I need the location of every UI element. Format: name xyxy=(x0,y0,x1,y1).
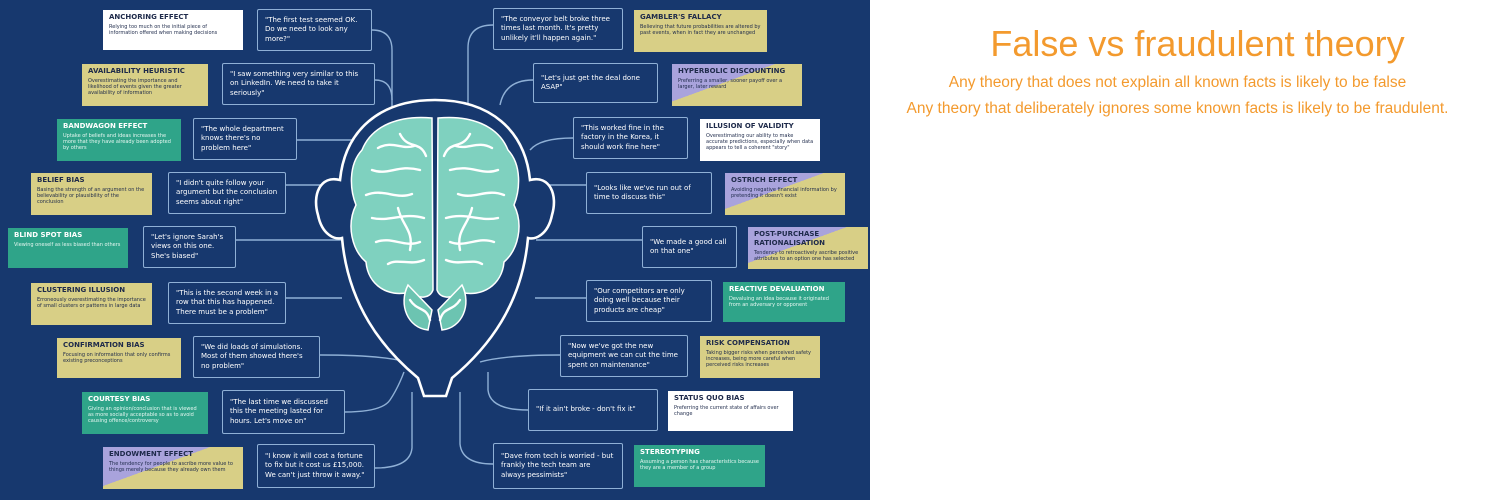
bias-card-title: BLIND SPOT BIAS xyxy=(14,231,83,239)
quote-box-endowment-effect: "I know it will cost a fortune to fix bu… xyxy=(257,444,375,488)
bias-card-description: Overestimating the importance and likeli… xyxy=(88,78,182,96)
bias-card-title: CONFIRMATION BIAS xyxy=(63,341,145,349)
bias-card-ostrich-effect: OSTRICH EFFECT Avoiding negative financi… xyxy=(725,173,845,215)
quote-box-confirmation-bias: "We did loads of simulations. Most of th… xyxy=(193,336,320,378)
quote-box-availability-heuristic: "I saw something very similar to this on… xyxy=(222,63,375,105)
bias-card-gamblers-fallacy: GAMBLER'S FALLACY Believing that future … xyxy=(634,10,767,52)
subtitle-false-theory: Any theory that does not explain all kno… xyxy=(948,74,1407,91)
bias-card-reactive-devaluation: REACTIVE DEVALUATION Devaluing an idea b… xyxy=(723,282,845,322)
quote-box-courtesy-bias: "The last time we discussed this the mee… xyxy=(222,390,345,434)
bias-card-title: OSTRICH EFFECT xyxy=(731,176,798,184)
bias-card-description: Assuming a person has characteristics be… xyxy=(640,459,759,471)
bias-card-description: Giving an opinion/conclusion that is vie… xyxy=(88,406,197,424)
bias-card-endowment-effect: ENDOWMENT EFFECT The tendency for people… xyxy=(103,447,243,489)
bias-card-description: Focusing on information that only confir… xyxy=(63,352,171,364)
quote-box-illusion-of-validity: "This worked fine in the factory in the … xyxy=(573,117,688,159)
quote-box-post-purchase-rationalisation: "We made a good call on that one" xyxy=(642,226,737,268)
bias-card-availability-heuristic: AVAILABILITY HEURISTIC Overestimating th… xyxy=(82,64,208,106)
quote-box-reactive-devaluation: "Our competitors are only doing well bec… xyxy=(586,280,712,322)
bias-card-anchoring-effect: ANCHORING EFFECT Relying too much on the… xyxy=(103,10,243,50)
bias-card-title: BANDWAGON EFFECT xyxy=(63,122,148,130)
bias-card-hyperbolic-discounting: HYPERBOLIC DISCOUNTING Preferring a smal… xyxy=(672,64,802,106)
bias-card-description: Believing that future probabilities are … xyxy=(640,24,761,36)
bias-card-blind-spot-bias: BLIND SPOT BIAS Viewing oneself as less … xyxy=(8,228,128,268)
quote-box-status-quo-bias: "If it ain't broke - don't fix it" xyxy=(528,389,658,431)
bias-card-title: ENDOWMENT EFFECT xyxy=(109,450,193,458)
bias-card-title: GAMBLER'S FALLACY xyxy=(640,13,722,21)
bias-card-belief-bias: BELIEF BIAS Basing the strength of an ar… xyxy=(31,173,152,215)
bias-card-description: The tendency for people to ascribe more … xyxy=(109,461,233,473)
bias-card-description: Taking bigger risks when perceived safet… xyxy=(706,350,812,368)
bias-card-confirmation-bias: CONFIRMATION BIAS Focusing on informatio… xyxy=(57,338,181,378)
bias-card-description: Tendency to retroactively ascribe positi… xyxy=(754,250,859,262)
bias-card-courtesy-bias: COURTESY BIAS Giving an opinion/conclusi… xyxy=(82,392,208,434)
quote-box-ostrich-effect: "Looks like we've run out of time to dis… xyxy=(586,172,712,214)
bias-card-description: Uptake of beliefs and ideas increases th… xyxy=(63,133,171,151)
bias-card-description: Overestimating our ability to make accur… xyxy=(706,133,814,151)
quote-box-belief-bias: "I didn't quite follow your argument but… xyxy=(168,172,286,214)
bias-card-title: STEREOTYPING xyxy=(640,448,700,456)
quote-box-risk-compensation: "Now we've got the new equipment we can … xyxy=(560,335,688,377)
bias-card-description: Preferring a smaller, sooner payoff over… xyxy=(678,78,783,90)
bias-card-description: Devaluing an idea because it originated … xyxy=(729,296,829,308)
bias-card-title: BELIEF BIAS xyxy=(37,176,85,184)
quote-box-clustering-illusion: "This is the second week in a row that t… xyxy=(168,282,286,324)
connector-lines xyxy=(236,24,642,469)
bias-card-title: POST-PURCHASE RATIONALISATION xyxy=(754,230,826,247)
bias-card-description: Avoiding negative financial information … xyxy=(731,187,837,199)
bias-card-title: COURTESY BIAS xyxy=(88,395,151,403)
page-title: False vs fraudulent theory xyxy=(990,23,1405,64)
bias-card-description: Relying too much on the initial piece of… xyxy=(109,24,218,36)
bias-card-post-purchase-rationalisation: POST-PURCHASE RATIONALISATION Tendency t… xyxy=(748,227,868,269)
bias-card-description: Basing the strength of an argument on th… xyxy=(37,187,145,205)
bias-card-title: ILLUSION OF VALIDITY xyxy=(706,122,794,130)
bias-card-bandwagon-effect: BANDWAGON EFFECT Uptake of beliefs and i… xyxy=(57,119,181,161)
bias-card-description: Preferring the current state of affairs … xyxy=(674,405,779,417)
quote-box-bandwagon-effect: "The whole department knows there's no p… xyxy=(193,118,297,160)
bias-card-description: Erroneously overestimating the importanc… xyxy=(37,297,146,309)
bias-card-stereotyping: STEREOTYPING Assuming a person has chara… xyxy=(634,445,765,487)
quote-box-anchoring-effect: "The first test seemed OK. Do we need to… xyxy=(257,9,372,51)
bias-card-title: CLUSTERING ILLUSION xyxy=(37,286,126,294)
quote-box-gamblers-fallacy: "The conveyor belt broke three times las… xyxy=(493,8,623,50)
subtitle-fraudulent-theory: Any theory that deliberately ignores som… xyxy=(906,100,1449,117)
bias-card-title: AVAILABILITY HEURISTIC xyxy=(88,67,185,75)
bias-card-title: RISK COMPENSATION xyxy=(706,339,790,347)
bias-card-risk-compensation: RISK COMPENSATION Taking bigger risks wh… xyxy=(700,336,820,378)
bias-card-title: STATUS QUO BIAS xyxy=(674,394,745,402)
quote-box-stereotyping: "Dave from tech is worried - but frankly… xyxy=(493,443,623,489)
bias-card-status-quo-bias: STATUS QUO BIAS Preferring the current s… xyxy=(668,391,793,431)
bias-diagram-panel: ANCHORING EFFECT Relying too much on the… xyxy=(0,0,870,500)
bias-card-illusion-of-validity: ILLUSION OF VALIDITY Overestimating our … xyxy=(700,119,820,161)
bias-card-title: ANCHORING EFFECT xyxy=(109,13,189,21)
bias-card-title: REACTIVE DEVALUATION xyxy=(729,285,825,293)
quote-box-hyperbolic-discounting: "Let's just get the deal done ASAP" xyxy=(533,63,658,103)
bias-card-clustering-illusion: CLUSTERING ILLUSION Erroneously overesti… xyxy=(31,283,152,325)
bias-card-description: Viewing oneself as less biased than othe… xyxy=(14,242,121,248)
quote-box-blind-spot-bias: "Let's ignore Sarah's views on this one.… xyxy=(143,226,236,268)
bias-card-title: HYPERBOLIC DISCOUNTING xyxy=(678,67,786,75)
brain-icon xyxy=(350,116,520,331)
